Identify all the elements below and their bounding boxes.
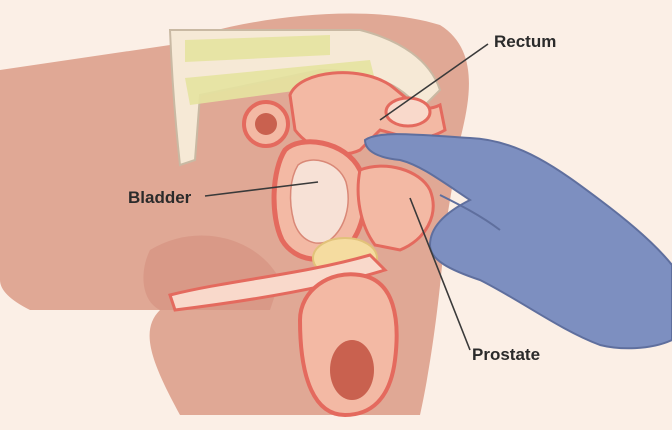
rectum-leader-line <box>379 43 489 121</box>
urethra-shaft <box>168 253 388 312</box>
bladder-inner <box>289 159 349 244</box>
testis <box>330 340 374 400</box>
rectum-label: Rectum <box>494 32 557 51</box>
prostate-leader-line <box>409 197 471 351</box>
bone-stripe-upper <box>185 35 330 62</box>
bladder-label: Bladder <box>128 188 192 207</box>
rectum-lumen <box>384 96 432 128</box>
bladder-leader-line <box>204 181 319 197</box>
prostate-label: Prostate <box>472 345 541 364</box>
glove-finger-crease <box>439 194 501 231</box>
bone-stripe-lower <box>185 60 375 105</box>
gloved-hand <box>363 133 672 350</box>
bowel-loop-lumen <box>255 113 277 135</box>
prostate-gland <box>356 164 435 252</box>
